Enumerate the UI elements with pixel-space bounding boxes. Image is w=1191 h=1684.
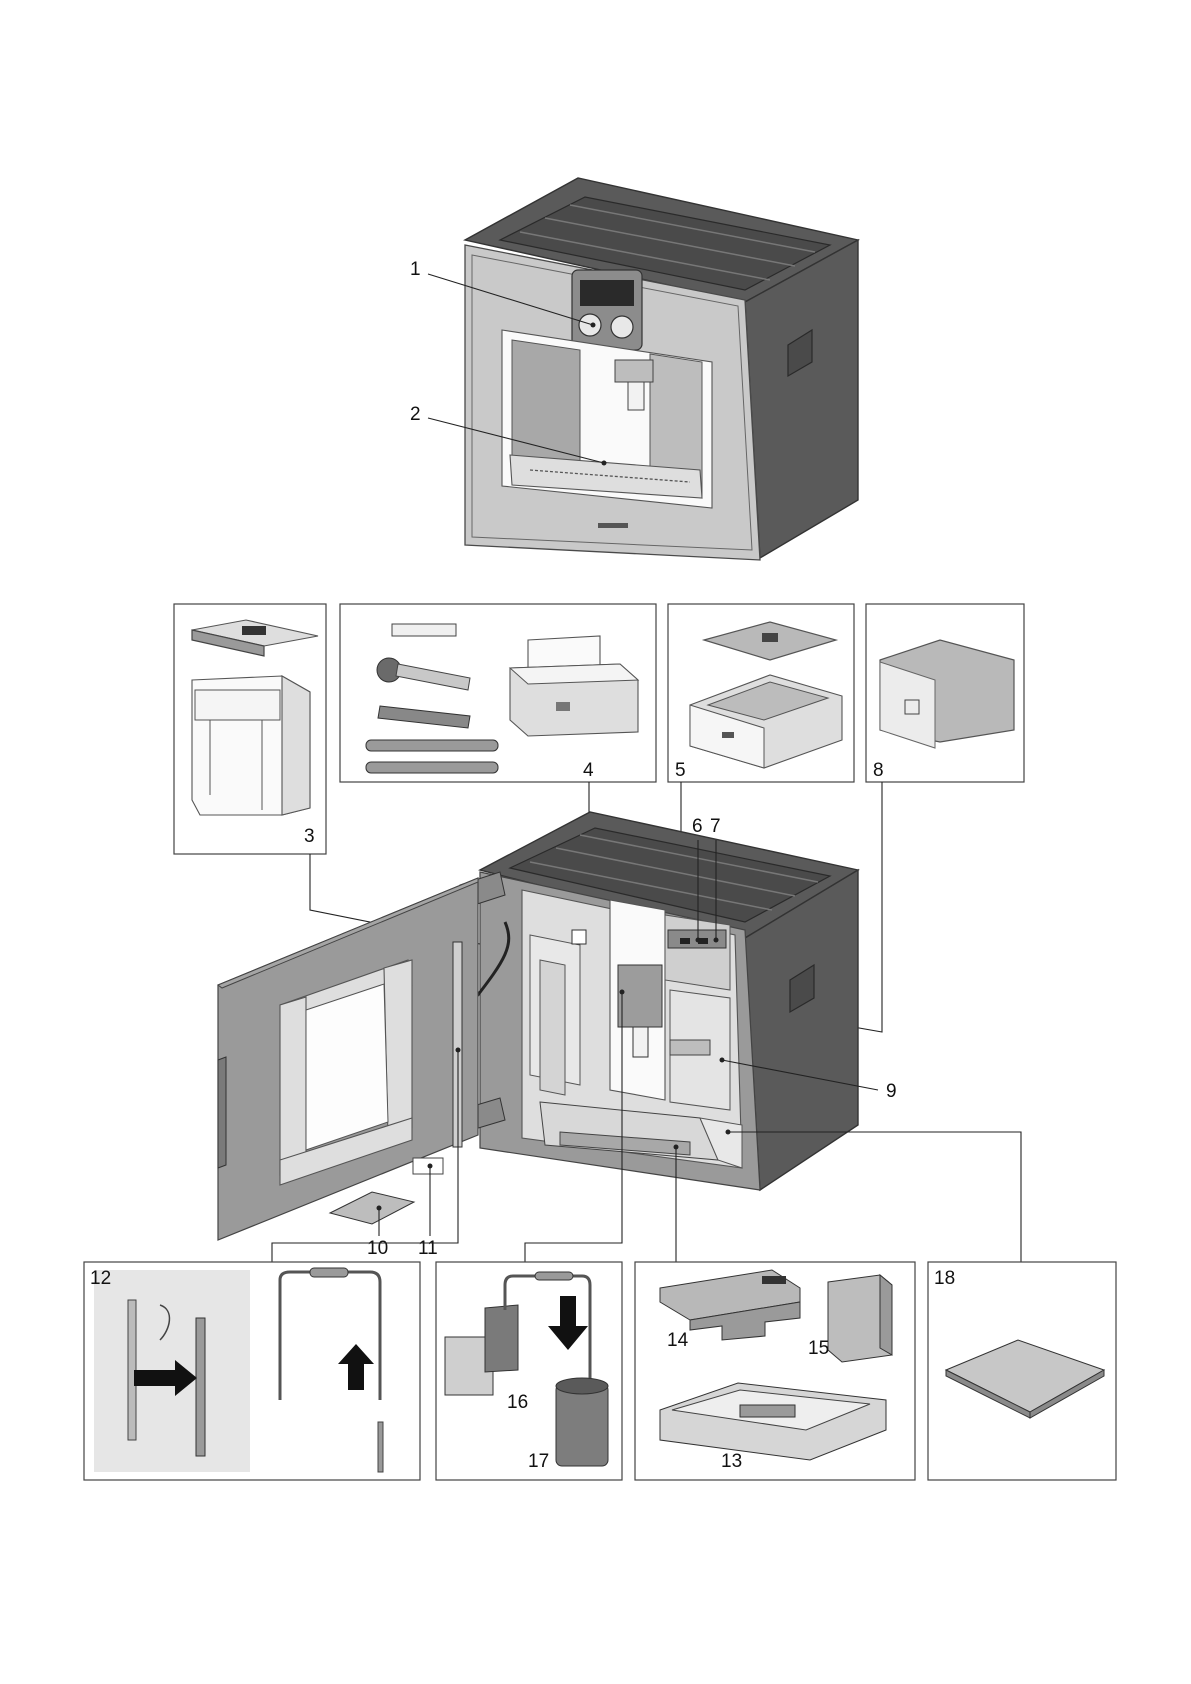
detail-box-drip-tray	[635, 1262, 915, 1480]
detail-box-tray-plate	[928, 1262, 1116, 1480]
callout-12: 12	[90, 1268, 111, 1289]
accessory-box-water-tank	[174, 604, 326, 854]
detail-box-milk-tube-holder	[84, 1262, 420, 1480]
callout-1: 1	[410, 259, 421, 280]
callout-9: 9	[886, 1081, 897, 1102]
machine-closed-illustration	[465, 178, 858, 560]
callout-11: 11	[418, 1238, 438, 1259]
machine-open-illustration	[218, 812, 858, 1240]
callout-13: 13	[721, 1451, 742, 1472]
callout-6: 6	[692, 816, 703, 837]
callout-10: 10	[367, 1238, 388, 1259]
callout-4: 4	[583, 760, 594, 781]
callout-16: 16	[507, 1392, 528, 1413]
accessory-box-bean-container	[668, 604, 854, 782]
callout-15: 15	[808, 1338, 829, 1359]
callout-5: 5	[675, 760, 686, 781]
detail-box-milk-container	[436, 1262, 622, 1480]
callout-17: 17	[528, 1451, 549, 1472]
callout-3: 3	[304, 826, 315, 847]
callout-18: 18	[934, 1268, 955, 1289]
callout-2: 2	[410, 404, 421, 425]
accessory-box-accessories	[340, 604, 656, 782]
accessory-box-grounds-container	[866, 604, 1024, 782]
callout-14: 14	[667, 1330, 689, 1351]
callout-8: 8	[873, 760, 884, 781]
callout-7: 7	[710, 816, 721, 837]
